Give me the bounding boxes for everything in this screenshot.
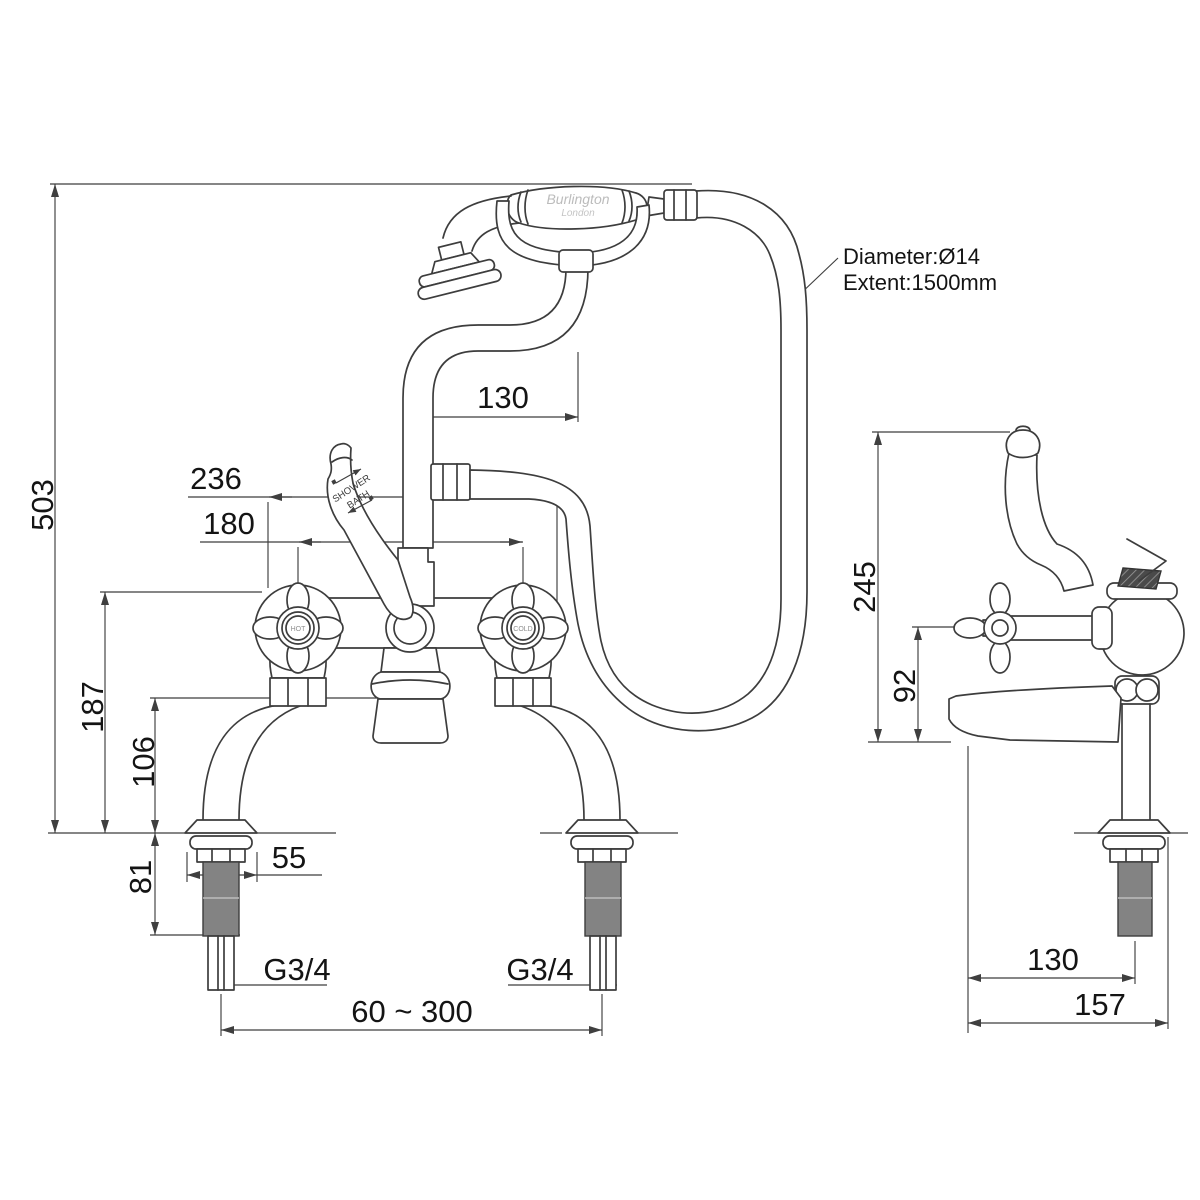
dim-label-g34-right: G3/4 [506,952,573,987]
dim-label-130-side: 130 [1027,942,1079,977]
hose-note-diameter: Diameter:Ø14 [843,244,980,269]
dim-side-height-245: 245 [847,431,1010,743]
dim-side-depth-157: 157 [968,837,1169,1029]
dim-body-height-187: 187 [75,591,262,833]
dim-label-245: 245 [847,561,882,613]
handset-hose-nut [663,189,698,221]
dim-label-503: 503 [25,479,60,531]
dim-thread-right: G3/4 [506,952,617,988]
side-cross-handle [953,582,1113,674]
side-spout [948,685,1122,743]
dim-label-81: 81 [123,860,158,894]
dimension-lines: 503 187 106 81 55 [25,183,1188,1036]
cold-handle: COLD [477,582,569,674]
dim-overall-height-503: 503 [25,183,692,833]
dim-handle-centres-180: 180 [200,506,524,586]
side-lever [1004,425,1094,592]
dim-label-180: 180 [203,506,255,541]
brand-name: Burlington [546,191,609,207]
dim-flange-55: 55 [186,840,322,882]
handset-cradle [495,200,651,273]
hose-note: Diameter:Ø14 Extent:1500mm [796,244,997,298]
dim-label-g34-left: G3/4 [263,952,330,987]
hot-handle: HOT [252,582,344,674]
right-threaded-tail [584,861,622,937]
hose-note-extent: Extent:1500mm [843,270,997,295]
left-inlet-leg [184,704,301,991]
right-inlet-leg [520,704,639,991]
hose-connector-nut [430,463,471,501]
dim-side-handle-92: 92 [887,626,960,742]
hot-label: HOT [291,626,307,633]
dim-label-106: 106 [126,736,161,788]
shower-hose [469,189,808,732]
cold-label: COLD [513,626,532,633]
dim-label-187: 187 [75,681,110,733]
side-threaded-tail [1117,861,1153,937]
brand-city: London [561,208,595,219]
diverter-lever: SHOWER BATH [326,442,414,621]
dim-handset-offset-130: 130 [415,352,579,422]
front-view: HOT COLD SHOWER BATH [184,185,808,991]
dim-label-130-front: 130 [477,380,529,415]
dim-inlet-centres: 60 ~ 300 [220,994,603,1036]
dim-label-inlet-centres: 60 ~ 300 [351,994,473,1029]
dim-thread-left: G3/4 [208,952,331,988]
dim-label-92: 92 [887,669,922,703]
left-threaded-tail [202,861,240,937]
dim-label-55: 55 [272,840,306,875]
handset-spray-head [417,240,502,301]
side-inlet-leg [1097,675,1171,937]
dim-label-236: 236 [190,461,242,496]
dim-side-reach-130: 130 [967,746,1136,1033]
side-view [948,425,1185,937]
dim-label-157: 157 [1074,987,1126,1022]
handset: Burlington London [417,185,698,301]
spout [370,647,451,744]
dim-spout-height-106: 106 [126,697,377,833]
side-cradle-bracket [1106,538,1178,600]
